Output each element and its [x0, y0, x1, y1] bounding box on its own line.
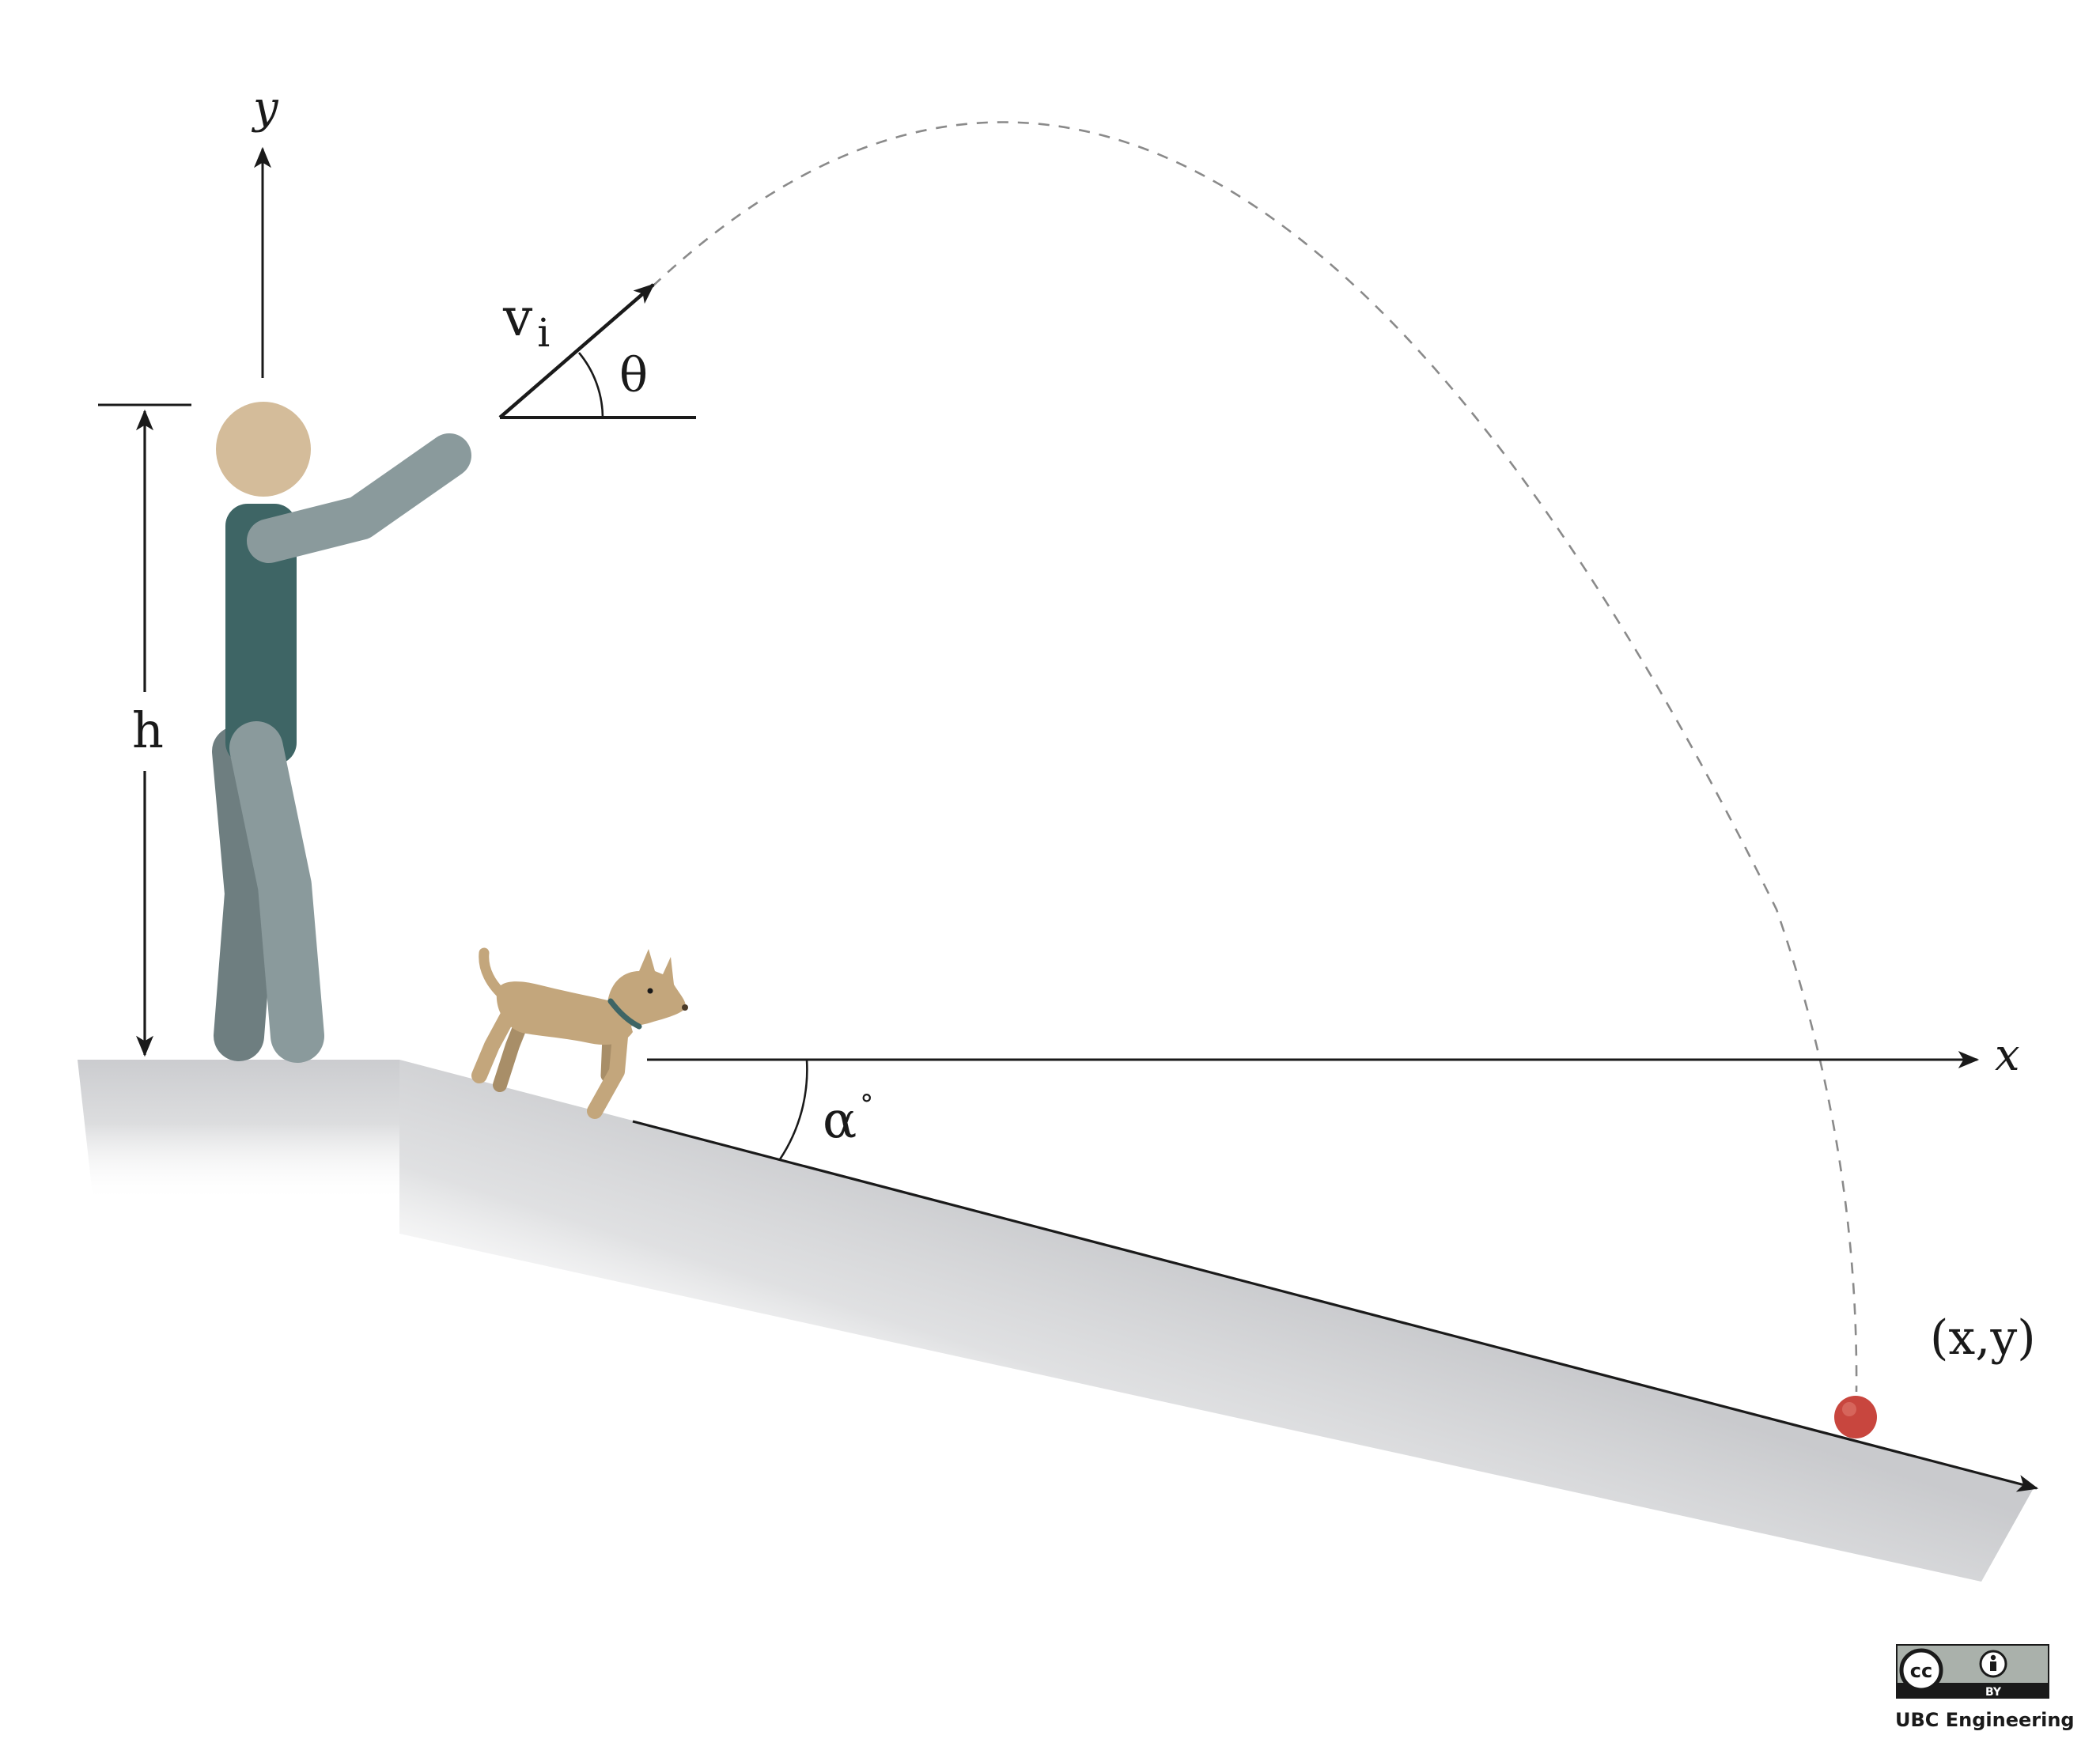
credit-label: UBC Engineering: [1895, 1709, 2075, 1731]
dog-head: [607, 949, 686, 1026]
slope-angle-arc: [778, 1059, 808, 1160]
dog-hind-leg: [471, 1008, 516, 1083]
by-text: BY: [1985, 1686, 2002, 1699]
height-dimension: h: [98, 403, 191, 1057]
x-axis: x: [647, 1030, 2020, 1081]
slope-angle: α°: [778, 1059, 873, 1160]
person-figure: [212, 402, 471, 1063]
by-person-body: [1990, 1661, 1996, 1671]
person-front-leg: [229, 721, 324, 1063]
x-axis-label: x: [1995, 1030, 2020, 1081]
by-person-head: [1990, 1654, 1996, 1661]
person-arm: [247, 433, 471, 563]
cc-icon-text: cc: [1910, 1660, 1932, 1682]
y-axis: y: [251, 82, 279, 378]
ball-highlight: [1842, 1402, 1856, 1416]
slope-angle-label: α°: [823, 1089, 873, 1150]
dog-eye: [647, 988, 653, 994]
dog-body: [496, 981, 633, 1045]
slope-surface-line: [632, 1120, 2039, 1492]
person-head: [216, 402, 311, 497]
dog-nose: [682, 1004, 688, 1011]
height-label: h: [132, 701, 164, 759]
launch-angle-arc: [577, 352, 604, 418]
ball: [1834, 1396, 1877, 1438]
dog-front-leg: [587, 1020, 629, 1119]
y-axis-label: y: [251, 82, 279, 134]
dog-figure: [471, 947, 688, 1119]
cc-icon: [1899, 1648, 1943, 1692]
ground: [78, 1060, 2039, 1582]
ground-platform: [78, 1060, 399, 1202]
dog-collar: [607, 998, 642, 1030]
person-torso: [225, 504, 297, 765]
landing-point-label: (x,y): [1930, 1310, 2036, 1366]
cc-by-badge: cc BY: [1896, 1644, 2049, 1699]
ground-slope: [399, 1060, 2034, 1582]
launch-angle-label: θ: [619, 348, 648, 403]
trajectory-path: [652, 121, 1858, 1393]
